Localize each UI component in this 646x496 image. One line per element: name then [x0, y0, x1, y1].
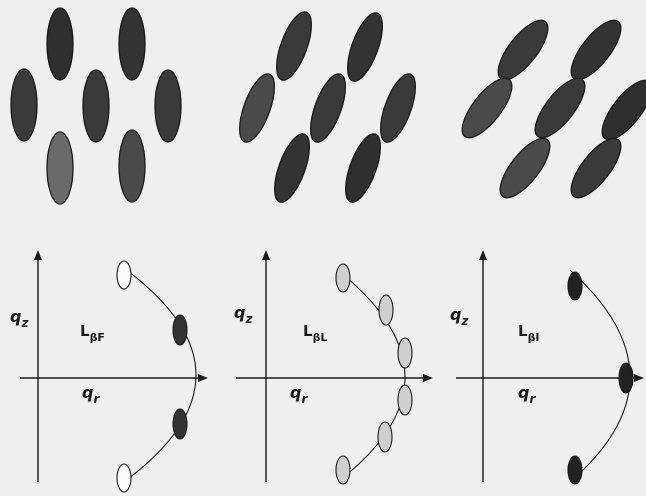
molecule-ellipse	[47, 8, 73, 80]
peak-ellipse	[398, 338, 412, 368]
peak-ellipse	[568, 272, 582, 300]
molecule-ellipse	[119, 8, 145, 80]
molecule-ellipse	[47, 132, 73, 204]
peak-ellipse	[117, 261, 131, 289]
peak-ellipse	[117, 464, 131, 492]
peak-ellipse	[398, 385, 412, 415]
peak-ellipse	[173, 315, 187, 345]
peak-ellipse	[173, 409, 187, 439]
peak-ellipse	[378, 422, 392, 452]
peak-ellipse	[619, 363, 633, 393]
peak-ellipse	[336, 456, 350, 484]
peak-ellipse	[379, 295, 393, 325]
molecule-ellipse	[155, 70, 181, 142]
molecule-ellipse	[119, 130, 145, 202]
molecule-ellipse	[11, 69, 37, 141]
molecule-ellipse	[83, 70, 109, 142]
peak-ellipse	[336, 264, 350, 292]
peak-ellipse	[568, 456, 582, 484]
